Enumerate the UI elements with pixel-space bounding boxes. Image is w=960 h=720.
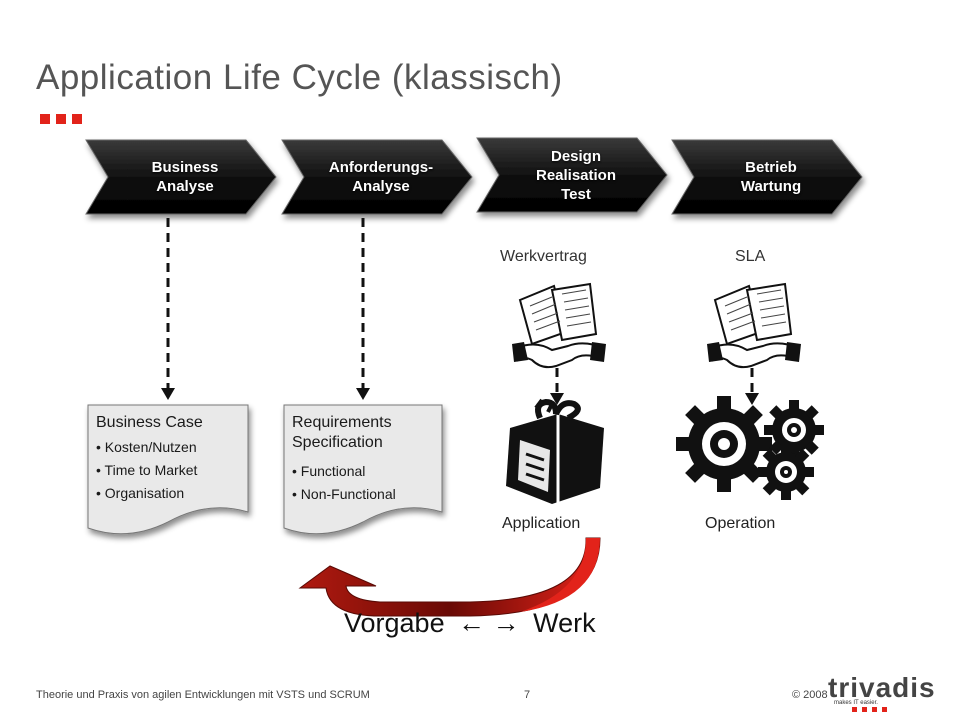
document-item: Functional [292, 460, 396, 483]
title-accent-square [72, 114, 82, 124]
phase-betrieb-wartung: Betrieb Wartung [672, 138, 862, 216]
contract-handshake-icon [707, 282, 801, 369]
contract-handshake-icon [512, 282, 606, 369]
deliverable-label-application: Application [502, 515, 581, 532]
arrowhead [356, 388, 370, 400]
phase-design-realisation-test: Design Realisation Test [477, 136, 667, 214]
deliverable-label-operation: Operation [705, 515, 776, 532]
document-item: Time to Market [96, 459, 198, 482]
logo-tagline: makes IT easier. [834, 700, 878, 706]
phase-chevron-4 [671, 139, 863, 215]
title-accent-square [56, 114, 66, 124]
phase-chevron-2 [281, 139, 473, 215]
footer-course-title: Theorie und Praxis von agilen Entwicklun… [36, 689, 370, 701]
footer-page-number: 7 [524, 689, 531, 701]
phase-anforderungs-analyse: Anforderungs- Analyse [282, 138, 472, 216]
title-accent-square [40, 114, 50, 124]
arrowhead [161, 388, 175, 400]
phase-chevron-1 [85, 139, 277, 215]
document-title: Requirements Specification [292, 414, 392, 451]
slide-title: Application Life Cycle (klassisch) [36, 58, 563, 97]
document-item: Kosten/Nutzen [96, 436, 197, 459]
document-item: Non-Functional [292, 483, 396, 506]
phase-label: Anforderungs- Analyse [328, 159, 434, 195]
phase-label: Betrieb Wartung [740, 159, 802, 195]
phase-business-analyse: Business Analyse [86, 138, 276, 216]
curved-arrow-icon [298, 537, 601, 617]
trivadis-logo: trivadis [828, 672, 936, 703]
gears-icon [676, 396, 824, 500]
business-case-document: Business Case Kosten/Nutzen Time to Mark… [88, 405, 248, 525]
contract-label-sla: SLA [735, 248, 766, 265]
vorgabe-werk-caption: Vorgabe ← → Werk [344, 608, 596, 639]
arrowhead [745, 393, 759, 405]
footer-copyright: © 2008 [792, 689, 828, 701]
phase-label: Business Analyse [151, 159, 219, 195]
contract-label-werkvertrag: Werkvertrag [500, 248, 587, 265]
phase-chevron-3 [476, 137, 668, 213]
werk-text: Werk [533, 608, 596, 638]
document-title: Business Case [96, 414, 203, 431]
vorgabe-text: Vorgabe [344, 608, 445, 638]
bidirectional-arrows: ← → [458, 608, 520, 638]
requirements-specification-document: Requirements Specification Functional No… [284, 405, 442, 525]
phase-label: Design Realisation Test [535, 147, 617, 203]
gift-box-icon [506, 398, 604, 504]
arrowhead [550, 393, 564, 405]
document-item: Organisation [96, 482, 197, 505]
